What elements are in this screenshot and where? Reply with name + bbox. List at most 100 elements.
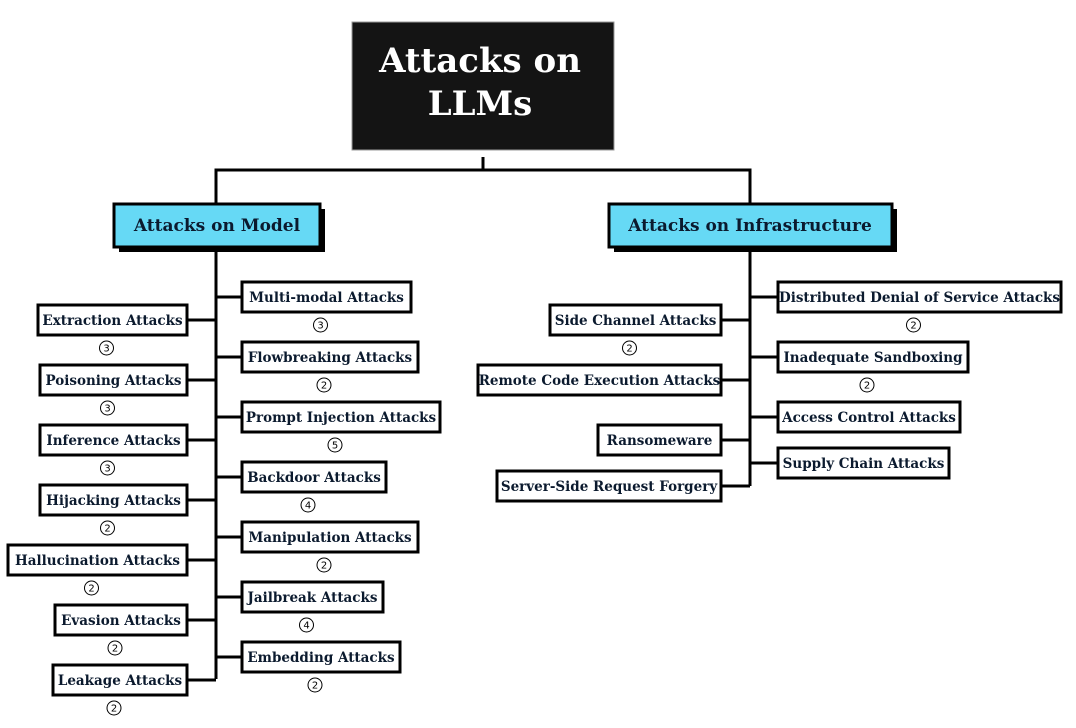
count-badge-value: 2 bbox=[910, 321, 916, 332]
count-badge bbox=[327, 437, 343, 453]
count-badge-value: 2 bbox=[112, 644, 118, 655]
count-badge-value: 3 bbox=[317, 321, 323, 332]
category-infrastructure: Attacks on Infrastructure bbox=[607, 202, 897, 252]
node-box bbox=[548, 303, 723, 337]
node-box bbox=[240, 280, 413, 314]
node-supply-chain-attacks: Supply Chain Attacks bbox=[776, 446, 951, 480]
count-badge-value: 2 bbox=[88, 584, 94, 595]
node-label: Side Channel Attacks bbox=[555, 313, 717, 329]
node-label: Embedding Attacks bbox=[247, 650, 395, 666]
count-badge-value: 4 bbox=[303, 621, 309, 632]
node-label: Prompt Injection Attacks bbox=[246, 410, 437, 426]
node-box bbox=[38, 483, 189, 517]
node-box bbox=[6, 543, 189, 577]
count-badge-value: 5 bbox=[332, 441, 338, 452]
node-box bbox=[776, 446, 951, 480]
node-box bbox=[596, 423, 723, 457]
count-badge bbox=[100, 400, 115, 416]
count-badge bbox=[99, 340, 114, 356]
root-title-line1: Attacks on bbox=[378, 41, 581, 81]
count-badge-value: 3 bbox=[103, 344, 109, 355]
node-box bbox=[776, 340, 970, 374]
node-label: Hijacking Attacks bbox=[46, 493, 181, 509]
count-badge-value: 3 bbox=[104, 404, 110, 415]
node-box bbox=[53, 603, 189, 637]
node-label: Jailbreak Attacks bbox=[247, 590, 378, 606]
node-flowbreaking-attacks: Flowbreaking Attacks 2 bbox=[240, 340, 420, 393]
category-infrastructure-title: Attacks on Infrastructure bbox=[627, 216, 872, 236]
node-box bbox=[240, 580, 385, 614]
count-badge bbox=[107, 640, 123, 656]
node-multi-modal-attacks: Multi-modal Attacks 3 bbox=[240, 280, 413, 333]
node-label: Evasion Attacks bbox=[61, 613, 181, 629]
node-leakage-attacks: Leakage Attacks 2 bbox=[51, 663, 189, 716]
count-badge-value: 2 bbox=[864, 381, 870, 392]
node-hallucination-attacks: Hallucination Attacks 2 bbox=[6, 543, 189, 596]
count-badge bbox=[100, 460, 115, 476]
count-badge bbox=[100, 520, 115, 536]
count-badge-value: 2 bbox=[104, 524, 110, 535]
count-badge bbox=[316, 377, 332, 393]
node-label: Inference Attacks bbox=[46, 433, 181, 449]
node-embedding-attacks: Embedding Attacks 2 bbox=[240, 640, 402, 693]
node-box bbox=[240, 520, 420, 554]
count-badge bbox=[84, 580, 99, 596]
node-label: Supply Chain Attacks bbox=[783, 456, 945, 472]
node-box bbox=[38, 363, 189, 397]
node-label: Server-Side Request Forgery bbox=[501, 479, 718, 495]
node-box bbox=[240, 400, 442, 434]
node-box bbox=[38, 423, 189, 457]
count-badge-value: 2 bbox=[321, 561, 327, 572]
category-model-title: Attacks on Model bbox=[133, 216, 301, 236]
node-label: Manipulation Attacks bbox=[248, 530, 412, 546]
node-label: Extraction Attacks bbox=[42, 313, 183, 329]
count-badge bbox=[313, 317, 328, 333]
node-label: Hallucination Attacks bbox=[15, 553, 180, 569]
node-label: Ransomeware bbox=[607, 433, 713, 449]
node-box bbox=[240, 340, 420, 374]
node-poisoning-attacks: Poisoning Attacks 3 bbox=[38, 363, 189, 416]
node-label: Flowbreaking Attacks bbox=[248, 350, 413, 366]
node-label: Access Control Attacks bbox=[781, 410, 956, 426]
node-label: Inadequate Sandboxing bbox=[783, 350, 963, 366]
node-ransomeware: Ransomeware bbox=[596, 423, 723, 457]
count-badge-value: 4 bbox=[305, 501, 311, 512]
node-server-side-request-forgery: Server-Side Request Forgery bbox=[495, 469, 723, 503]
count-badge-value: 2 bbox=[626, 344, 632, 355]
node-distributed-denial-of-service-attacks: Distributed Denial of Service Attacks 2 bbox=[776, 280, 1063, 333]
root-title-line2: LLMs bbox=[428, 84, 533, 124]
node-label: Poisoning Attacks bbox=[45, 373, 181, 389]
node-box bbox=[776, 280, 1063, 314]
node-prompt-injection-attacks: Prompt Injection Attacks 5 bbox=[240, 400, 442, 453]
root-node: Attacks on LLMs bbox=[351, 21, 615, 151]
node-hijacking-attacks: Hijacking Attacks 2 bbox=[38, 483, 189, 536]
node-box bbox=[36, 303, 189, 337]
node-label: Remote Code Execution Attacks bbox=[479, 373, 721, 389]
node-box bbox=[51, 663, 189, 697]
node-label: Multi-modal Attacks bbox=[249, 290, 404, 306]
count-badge bbox=[300, 497, 316, 513]
node-inadequate-sandboxing: Inadequate Sandboxing 2 bbox=[776, 340, 970, 393]
count-badge bbox=[859, 377, 875, 393]
count-badge bbox=[299, 617, 314, 633]
count-badge-value: 2 bbox=[312, 681, 318, 692]
node-box bbox=[476, 363, 723, 397]
node-extraction-attacks: Extraction Attacks 3 bbox=[36, 303, 189, 356]
node-jailbreak-attacks: Jailbreak Attacks 4 bbox=[240, 580, 385, 633]
node-label: Leakage Attacks bbox=[58, 673, 183, 689]
count-badge-value: 2 bbox=[111, 704, 117, 715]
count-badge-value: 2 bbox=[321, 381, 327, 392]
connector-lines bbox=[187, 157, 778, 682]
node-box bbox=[240, 640, 402, 674]
count-badge bbox=[106, 700, 122, 716]
node-evasion-attacks: Evasion Attacks 2 bbox=[53, 603, 189, 656]
count-badge bbox=[316, 557, 332, 573]
node-side-channel-attacks: Side Channel Attacks 2 bbox=[548, 303, 723, 356]
node-box bbox=[495, 469, 723, 503]
node-label: Distributed Denial of Service Attacks bbox=[779, 290, 1060, 306]
count-badge bbox=[307, 677, 323, 693]
count-badge bbox=[906, 317, 921, 333]
